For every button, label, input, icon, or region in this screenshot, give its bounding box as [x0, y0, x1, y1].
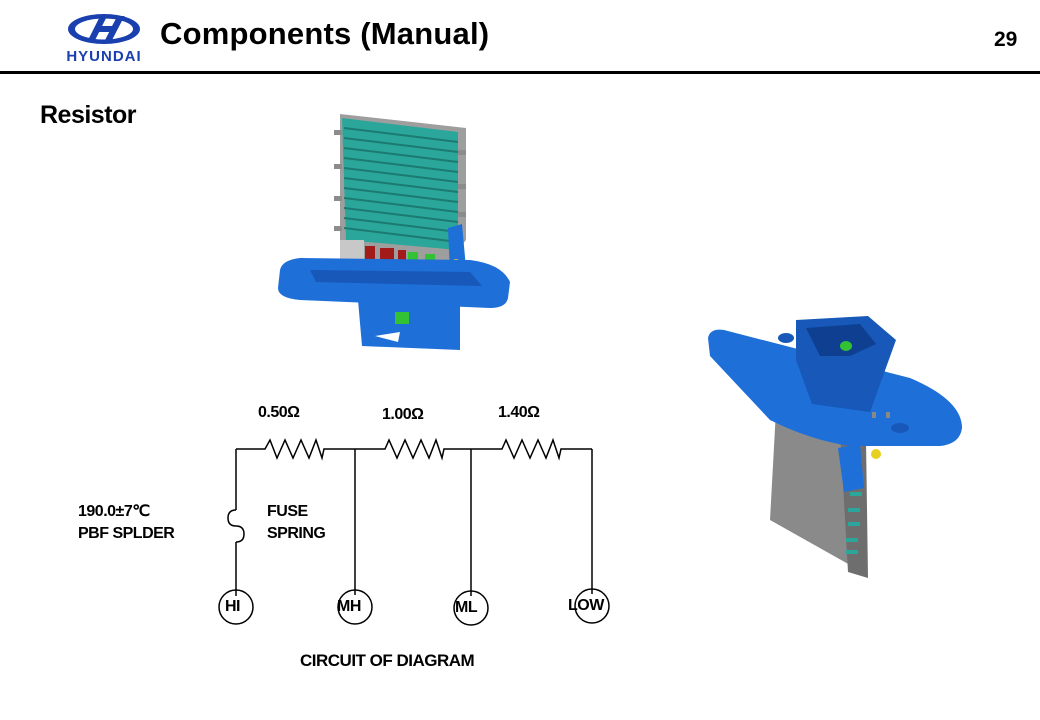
- heatsink-icon: [334, 114, 466, 270]
- page-number: 29: [994, 28, 1018, 51]
- resistor-2-symbol: [355, 437, 471, 461]
- circuit-caption: CIRCUIT OF DIAGRAM: [300, 651, 475, 670]
- page-title: Components (Manual): [160, 16, 490, 51]
- resistor-rear-3d-render: [708, 316, 962, 578]
- mounting-flange-icon: [278, 258, 510, 350]
- resistor-1-symbol: [236, 437, 355, 461]
- fuse-spec-temperature: 190.0±7℃: [78, 503, 150, 520]
- fuse-type-line2: SPRING: [267, 525, 326, 542]
- fuse-type-line1: FUSE: [267, 503, 308, 520]
- brand-wordmark: HYUNDAI: [66, 48, 141, 64]
- resistor-3-symbol: [471, 437, 592, 461]
- resistor-3-value: 1.40Ω: [498, 404, 540, 421]
- flange-connector-icon: [708, 316, 962, 492]
- resistor-1-value: 0.50Ω: [258, 404, 300, 421]
- header-divider: [0, 71, 1040, 74]
- terminal-mh-label: MH: [337, 598, 361, 615]
- fuse-spec-material: PBF SPLDER: [78, 525, 175, 542]
- resistor-2-value: 1.00Ω: [382, 406, 424, 423]
- section-title: Resistor: [40, 101, 137, 129]
- terminal-hi-label: HI: [225, 598, 241, 615]
- resistor-front-3d-render: [278, 114, 510, 350]
- terminal-low-label: LOW: [568, 597, 604, 614]
- hyundai-emblem-icon: [68, 14, 140, 44]
- hyundai-logo: HYUNDAI: [52, 12, 156, 65]
- terminal-ml-label: ML: [455, 599, 478, 616]
